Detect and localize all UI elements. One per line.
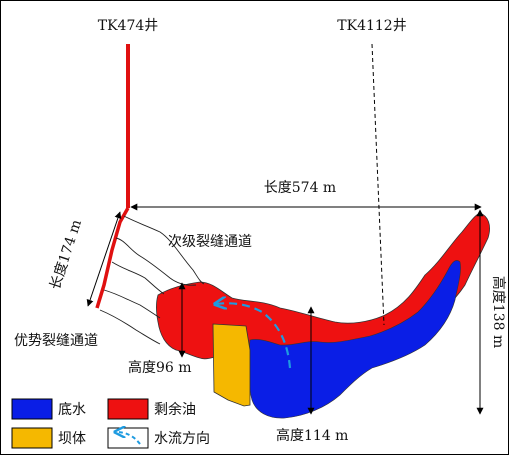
well-tk4112-label: TK4112井 — [337, 18, 406, 34]
legend-swatch-dam — [11, 427, 53, 449]
height-138-label: 高度138 m — [490, 276, 507, 348]
legend-flow-arrow-icon — [116, 432, 141, 445]
bottom-water-region — [248, 260, 461, 419]
dominant-fracture-label: 优势裂缝通道 — [14, 333, 98, 349]
legend-swatch-water — [11, 398, 53, 420]
legend-label-water: 底水 — [58, 402, 86, 418]
well-tk4112-trajectory — [371, 43, 385, 326]
secondary-fracture-label: 次级裂缝通道 — [168, 234, 252, 250]
legend-swatch-oil — [107, 398, 149, 420]
secondary-fracture-1 — [123, 215, 205, 285]
length-174-label: 长度174 m — [47, 218, 85, 292]
legend-swatch-flow — [107, 427, 149, 449]
legend-label-dam: 坝体 — [58, 431, 86, 447]
height-114-label: 高度114 m — [276, 427, 348, 444]
legend-label-flow: 水流方向 — [154, 431, 210, 447]
dam-body-region — [212, 323, 251, 407]
legend: 底水 剩余油 坝体 水流方向 — [11, 398, 210, 449]
height-96-label: 高度96 m — [128, 359, 192, 376]
water-flow-arrow — [216, 303, 292, 369]
secondary-fracture-3 — [111, 261, 165, 295]
length-174-dimension — [86, 211, 122, 307]
length-574-label: 长度574 m — [264, 180, 336, 196]
secondary-fracture-4 — [103, 289, 161, 319]
legend-label-oil: 剩余油 — [154, 401, 196, 418]
secondary-fracture-5 — [99, 309, 161, 345]
well-tk474-label: TK474井 — [98, 18, 159, 34]
